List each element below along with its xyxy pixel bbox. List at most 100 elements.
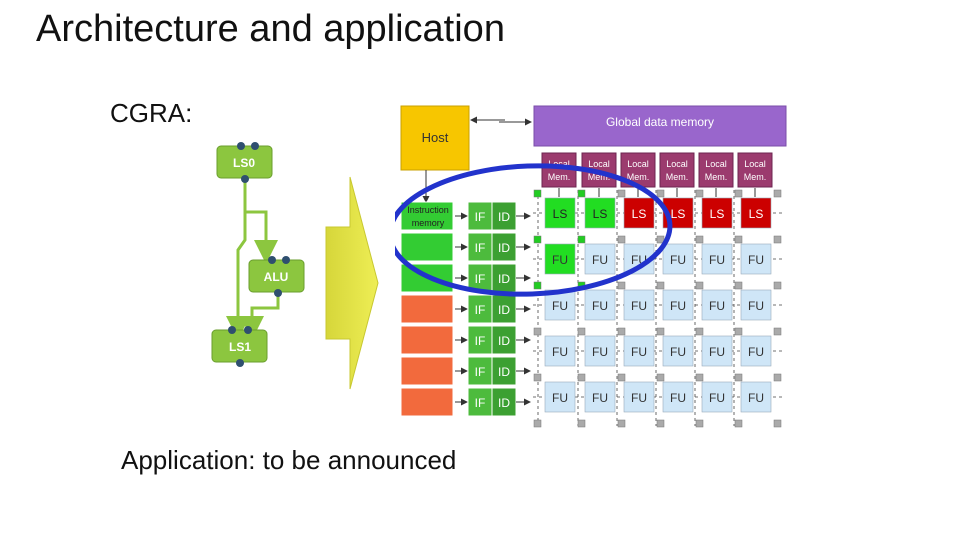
fu-unit (701, 243, 733, 275)
ls-unit (584, 197, 616, 229)
slide-title: Architecture and application (36, 8, 505, 50)
id-stage-label: ID (498, 396, 510, 410)
ls-unit (544, 197, 576, 229)
switch-node (734, 189, 743, 198)
switch-node (695, 419, 704, 428)
fu-unit-label: FU (631, 345, 647, 359)
switch-node (773, 373, 782, 382)
instruction-memory-slot (400, 387, 454, 417)
dataflow-graph: LS0 ALU LS1 (211, 142, 305, 367)
instruction-memory-label-line1: Instruction (407, 205, 449, 215)
svg-text:Local: Local (588, 159, 610, 169)
edge-ls0-alu (245, 210, 278, 264)
switch-node (617, 189, 626, 198)
fu-unit-label: FU (709, 345, 725, 359)
fu-unit (584, 381, 616, 413)
fu-unit-label: FU (748, 345, 764, 359)
ls-unit (701, 197, 733, 229)
fu-unit (740, 335, 772, 367)
fu-unit-label: FU (709, 299, 725, 313)
node-label-alu: ALU (264, 270, 289, 284)
instruction-memory-slot (400, 201, 454, 231)
fu-unit (701, 381, 733, 413)
fu-unit-label: FU (631, 391, 647, 405)
fu-unit-label: FU (592, 345, 608, 359)
dataflow-node-ls1: LS1 (211, 326, 268, 367)
fu-unit-label: FU (592, 253, 608, 267)
instruction-memory-slot (400, 325, 454, 355)
fu-unit (623, 335, 655, 367)
switch-node (533, 281, 542, 290)
fu-unit-label: FU (552, 391, 568, 405)
fu-unit (701, 335, 733, 367)
if-stage-label: IF (475, 365, 486, 379)
local-memory (541, 152, 577, 188)
id-stage-label: ID (498, 334, 510, 348)
if-stage-label: IF (475, 272, 486, 286)
mapping-arrow (325, 176, 379, 390)
svg-text:Mem.: Mem. (744, 172, 767, 182)
switch-node (656, 327, 665, 336)
switch-node (656, 373, 665, 382)
ls-unit-label: LS (593, 207, 608, 221)
fu-unit (544, 335, 576, 367)
fu-unit-label: FU (709, 391, 725, 405)
fu-unit-label: FU (592, 299, 608, 313)
fu-unit-label: FU (709, 253, 725, 267)
fu-unit-label: FU (552, 253, 568, 267)
svg-text:Local: Local (705, 159, 727, 169)
fu-unit (662, 335, 694, 367)
switch-node (656, 281, 665, 290)
fu-unit (662, 243, 694, 275)
fu-unit (584, 335, 616, 367)
fu-unit (544, 243, 576, 275)
edge-alu-ls1 (240, 290, 280, 340)
instruction-memory-slot (400, 294, 454, 324)
fu-unit (740, 289, 772, 321)
switch-node (773, 235, 782, 244)
fu-unit (623, 289, 655, 321)
switch-node (577, 327, 586, 336)
ls-unit-label: LS (749, 207, 764, 221)
switch-node (695, 373, 704, 382)
id-stage-label: ID (498, 272, 510, 286)
svg-text:Mem.: Mem. (705, 172, 728, 182)
switch-node (773, 281, 782, 290)
ls-unit-label: LS (710, 207, 725, 221)
fu-unit (662, 381, 694, 413)
switch-node (577, 419, 586, 428)
switch-node (695, 327, 704, 336)
ls-unit-label: LS (553, 207, 568, 221)
switch-node (533, 419, 542, 428)
host-block (400, 105, 470, 171)
fu-unit-label: FU (748, 253, 764, 267)
switch-node (656, 235, 665, 244)
highlight-ellipse (395, 163, 673, 297)
switch-node (533, 327, 542, 336)
switch-node (533, 235, 542, 244)
fu-unit-label: FU (748, 391, 764, 405)
id-stage-label: ID (498, 210, 510, 224)
fu-unit-label: FU (552, 345, 568, 359)
switch-node (773, 327, 782, 336)
svg-text:Mem.: Mem. (666, 172, 689, 182)
switch-node (734, 281, 743, 290)
switch-node (617, 235, 626, 244)
switch-node (533, 373, 542, 382)
host-label: Host (422, 130, 449, 145)
switch-node (734, 419, 743, 428)
fu-unit-label: FU (631, 299, 647, 313)
fu-unit-label: FU (670, 299, 686, 313)
if-stage-label: IF (475, 303, 486, 317)
switch-node (656, 419, 665, 428)
switch-node (577, 235, 586, 244)
ls-unit (623, 197, 655, 229)
application-text: Application: to be announced (121, 445, 457, 475)
instruction-memory-slot (400, 232, 454, 262)
global-data-memory (533, 105, 787, 147)
switch-node (695, 235, 704, 244)
instruction-memory-slot (400, 356, 454, 386)
if-stage-label: IF (475, 210, 486, 224)
switch-node (533, 189, 542, 198)
switch-node (734, 235, 743, 244)
